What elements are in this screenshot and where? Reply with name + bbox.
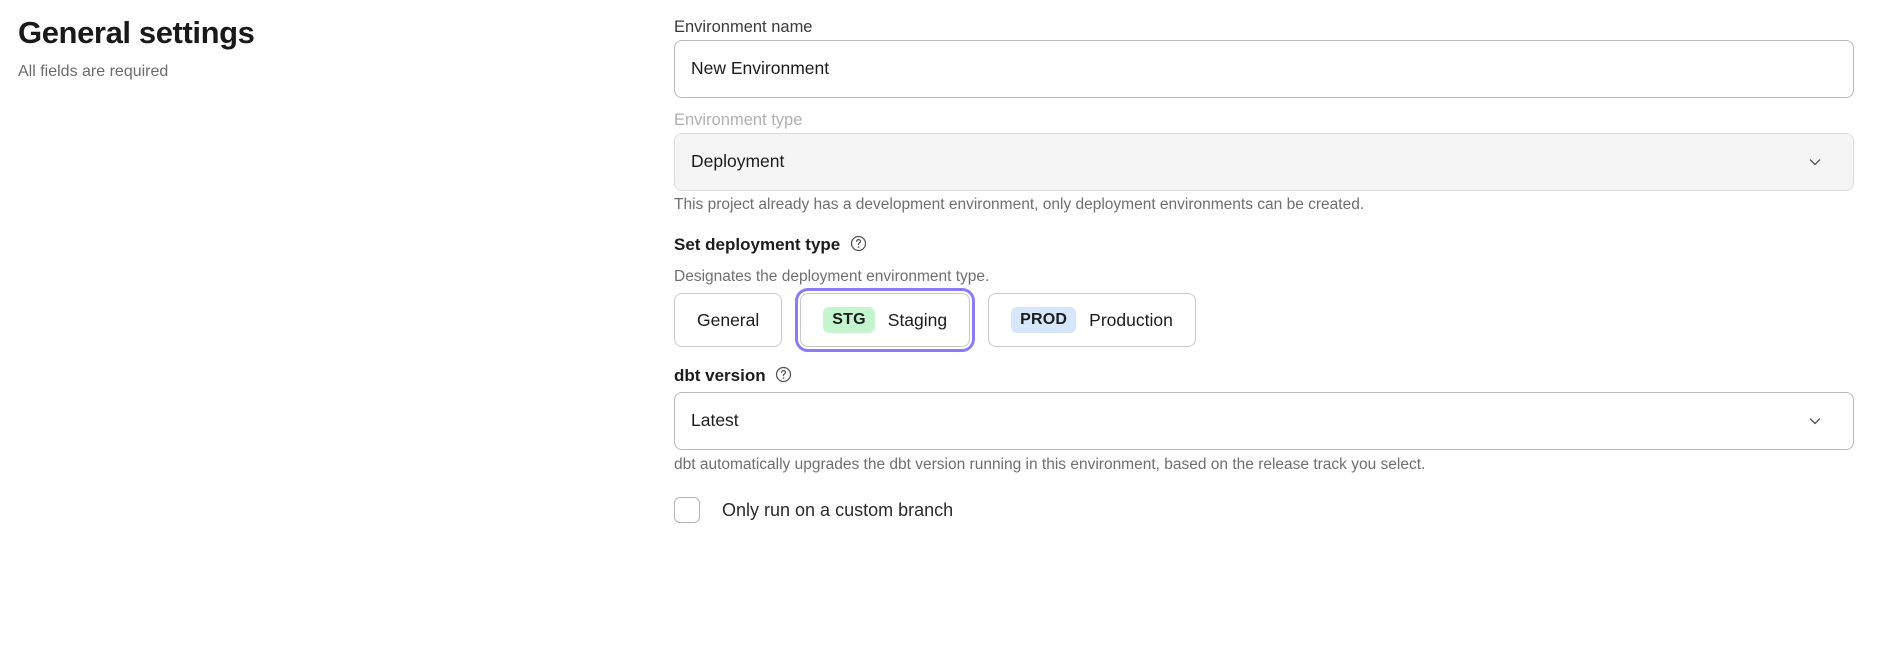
deployment-type-option-general-wrap: General bbox=[674, 293, 783, 347]
deployment-type-option-staging-label: Staging bbox=[887, 309, 948, 330]
custom-branch-row: Only run on a custom branch bbox=[674, 497, 953, 523]
page-title: General settings bbox=[18, 15, 255, 50]
dbt-version-value: Latest bbox=[691, 410, 739, 431]
deployment-type-option-general[interactable]: General bbox=[674, 293, 783, 347]
dbt-version-select[interactable]: Latest bbox=[674, 392, 1854, 450]
deployment-type-helper-text: Designates the deployment environment ty… bbox=[674, 268, 990, 285]
page-subtitle: All fields are required bbox=[18, 62, 169, 80]
deployment-type-option-production[interactable]: PROD Production bbox=[988, 293, 1196, 347]
stg-badge: STG bbox=[823, 306, 875, 334]
environment-type-field-wrap: Deployment bbox=[674, 133, 1854, 191]
dbt-version-field-wrap: Latest bbox=[674, 392, 1854, 450]
chevron-down-icon bbox=[1807, 413, 1823, 429]
environment-type-label: Environment type bbox=[674, 111, 803, 129]
prod-badge: PROD bbox=[1011, 306, 1077, 334]
deployment-type-option-staging-wrap: STG Staging bbox=[795, 288, 975, 352]
deployment-type-option-production-wrap: PROD Production bbox=[988, 293, 1196, 347]
environment-name-field-wrap: New Environment bbox=[674, 40, 1854, 98]
chevron-down-icon bbox=[1807, 154, 1823, 170]
custom-branch-checkbox[interactable] bbox=[674, 497, 700, 523]
deployment-type-label: Set deployment type bbox=[674, 235, 841, 254]
deployment-type-label-row: Set deployment type bbox=[674, 234, 867, 256]
environment-type-helper-text: This project already has a development e… bbox=[674, 196, 1365, 213]
environment-name-input[interactable]: New Environment bbox=[674, 40, 1854, 98]
help-circle-icon[interactable] bbox=[775, 366, 792, 383]
environment-type-value: Deployment bbox=[691, 151, 785, 172]
environment-type-select[interactable]: Deployment bbox=[674, 133, 1854, 191]
settings-header: General settings All fields are required bbox=[18, 14, 578, 83]
help-circle-icon[interactable] bbox=[850, 235, 867, 252]
deployment-type-button-group: General STG Staging PROD Production bbox=[674, 288, 1196, 352]
dbt-version-label-row: dbt version bbox=[674, 365, 792, 387]
deployment-type-option-production-label: Production bbox=[1089, 309, 1173, 330]
dbt-version-label: dbt version bbox=[674, 366, 766, 385]
environment-name-value: New Environment bbox=[691, 58, 830, 79]
dbt-version-helper-text: dbt automatically upgrades the dbt versi… bbox=[674, 456, 1426, 473]
deployment-type-option-staging[interactable]: STG Staging bbox=[800, 293, 971, 347]
deployment-type-option-general-label: General bbox=[697, 309, 760, 330]
environment-name-label: Environment name bbox=[674, 18, 813, 36]
custom-branch-label[interactable]: Only run on a custom branch bbox=[722, 499, 954, 520]
